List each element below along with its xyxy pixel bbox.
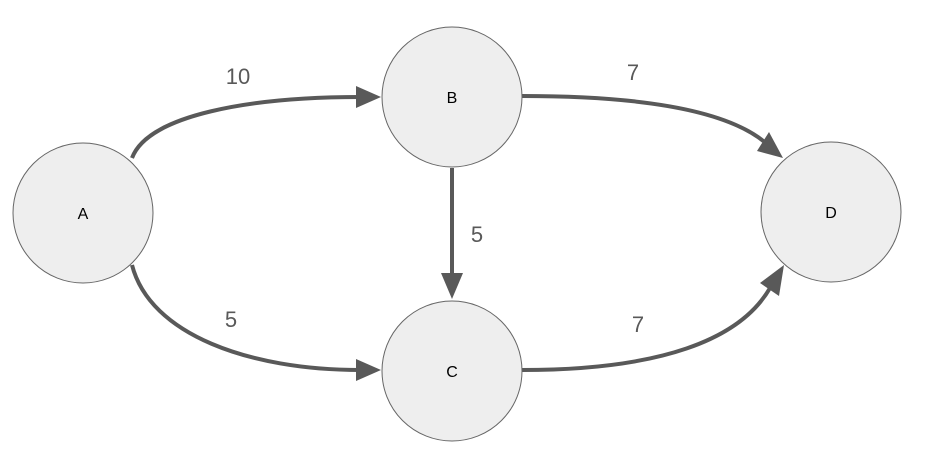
edge-a-b-line [130, 95, 361, 159]
node-b: B [381, 26, 523, 168]
edge-a-b-weight: 10 [226, 64, 250, 89]
node-c-circle [381, 300, 523, 442]
node-a: A [12, 142, 154, 284]
edge-a-c-arrowhead [356, 359, 381, 381]
node-c-label: C [446, 364, 458, 381]
edge-a-b: 10 [130, 64, 381, 159]
edge-b-c: 5 [441, 168, 483, 299]
node-b-circle [381, 26, 523, 168]
edge-b-c-weight: 5 [471, 222, 483, 247]
edge-b-d-weight: 7 [627, 60, 639, 85]
node-a-label: A [78, 206, 89, 223]
edge-b-d: 7 [521, 60, 783, 158]
edge-c-d: 7 [521, 265, 784, 372]
node-a-circle [12, 142, 154, 284]
edge-c-d-line [521, 286, 772, 372]
edge-a-c-line [130, 264, 361, 372]
node-d-label: D [825, 205, 837, 222]
edge-b-d-arrowhead [757, 132, 783, 158]
edge-a-c: 5 [130, 264, 381, 381]
node-d: D [760, 141, 902, 283]
edge-a-c-weight: 5 [225, 307, 237, 332]
node-c: C [381, 300, 523, 442]
node-d-circle [760, 141, 902, 283]
edge-c-d-arrowhead [760, 265, 784, 296]
edge-c-d-weight: 7 [632, 312, 644, 337]
edge-a-b-arrowhead [356, 86, 381, 108]
edge-b-d-line [521, 94, 770, 147]
edge-b-c-arrowhead [441, 273, 463, 299]
node-b-label: B [447, 90, 458, 107]
